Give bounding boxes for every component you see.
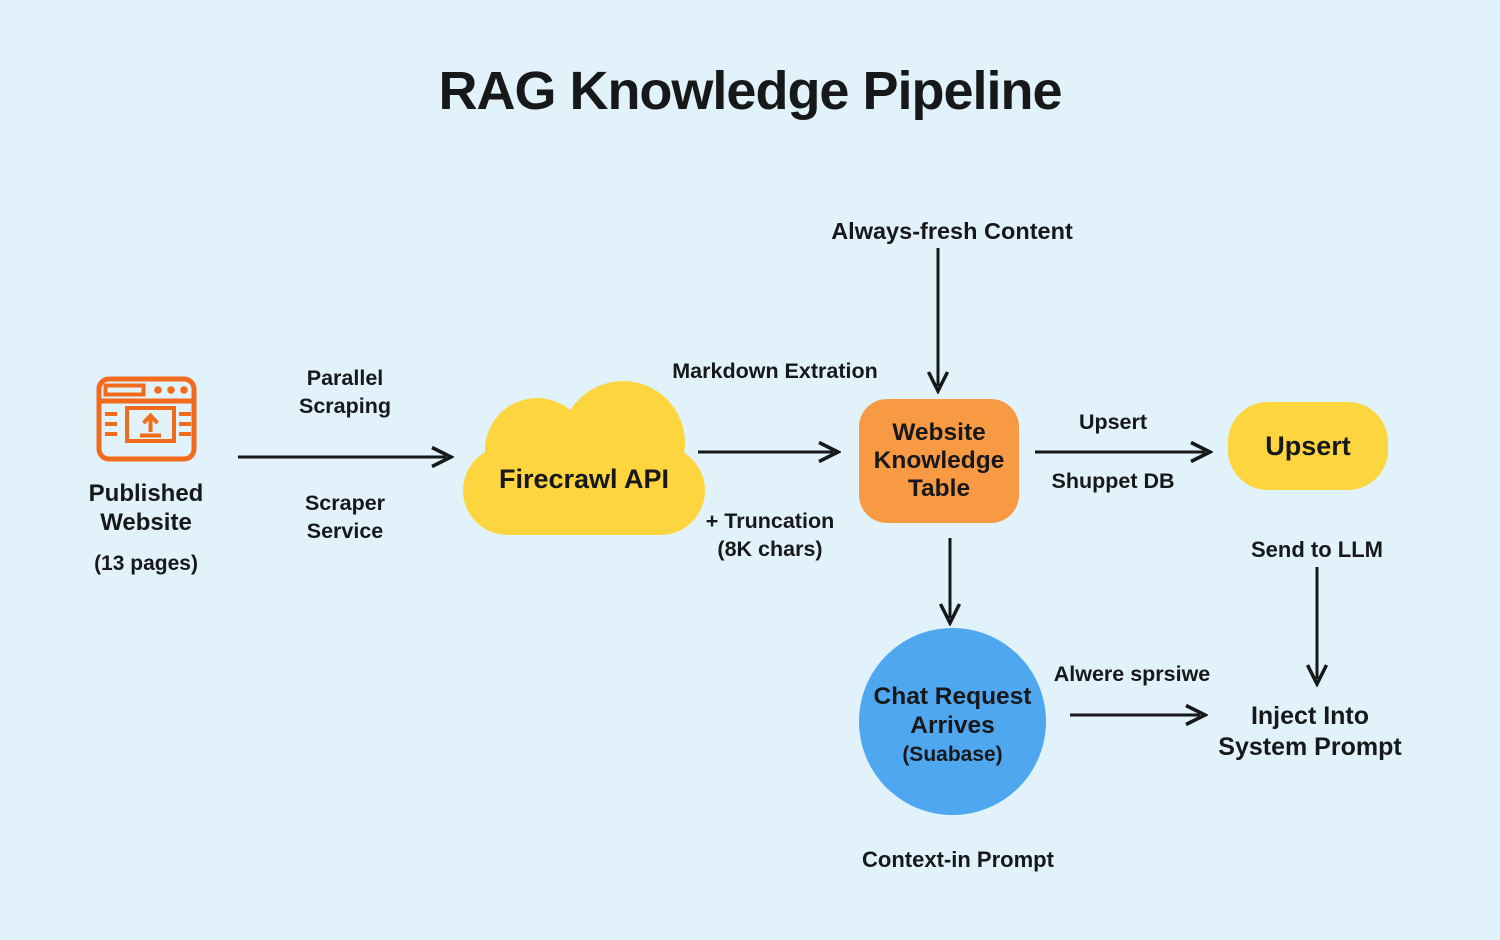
arrow-firecrawl-to-table xyxy=(698,440,841,464)
edge-label-markdown-extration: Markdown Extration xyxy=(672,359,878,383)
edge-label-context-in-prompt: Context-in Prompt xyxy=(862,847,1054,872)
edge-label-truncation: + Truncation (8K chars) xyxy=(705,509,835,562)
edge-label-parallel-scraping: Parallel Scraping xyxy=(299,366,391,419)
browser-upload-icon xyxy=(96,376,197,462)
arrow-chat-to-inject xyxy=(1070,703,1208,727)
website-knowledge-table-label: Website Knowledge Table xyxy=(873,419,1005,502)
cloud-shape xyxy=(463,381,705,535)
arrow-table-to-upsert xyxy=(1035,440,1213,464)
edge-label-scraper-service: Scraper Service xyxy=(304,491,386,544)
firecrawl-api-label: Firecrawl API xyxy=(498,464,670,494)
firecrawl-api-node: Firecrawl API xyxy=(463,380,705,535)
upsert-node: Upsert xyxy=(1228,402,1388,490)
inject-into-system-prompt-label: Inject Into System Prompt xyxy=(1218,702,1402,761)
arrow-website-to-firecrawl xyxy=(238,445,454,469)
chat-request-node: Chat Request Arrives (Suabase) xyxy=(859,628,1046,815)
arrow-fresh-content-to-table xyxy=(926,248,950,394)
edge-label-alwere-sprsiwe: Alwere sprsiwe xyxy=(1053,662,1211,686)
edge-label-upsert: Upsert xyxy=(1078,410,1148,434)
arrow-table-to-chat xyxy=(938,538,962,626)
website-knowledge-table-node: Website Knowledge Table xyxy=(859,399,1019,523)
upsert-label: Upsert xyxy=(1265,430,1351,461)
published-website-label: Published Website xyxy=(88,480,204,537)
published-website-sublabel: (13 pages) xyxy=(94,552,198,575)
edge-label-always-fresh-content: Always-fresh Content xyxy=(831,218,1073,244)
page-title: RAG Knowledge Pipeline xyxy=(438,61,1062,121)
edge-label-send-to-llm: Send to LLM xyxy=(1251,537,1383,562)
chat-request-label: Chat Request Arrives xyxy=(873,682,1032,739)
chat-request-sublabel: (Suabase) xyxy=(902,743,1003,767)
edge-label-shuppet-db: Shuppet DB xyxy=(1051,469,1175,493)
arrow-upsert-to-inject xyxy=(1305,567,1329,687)
